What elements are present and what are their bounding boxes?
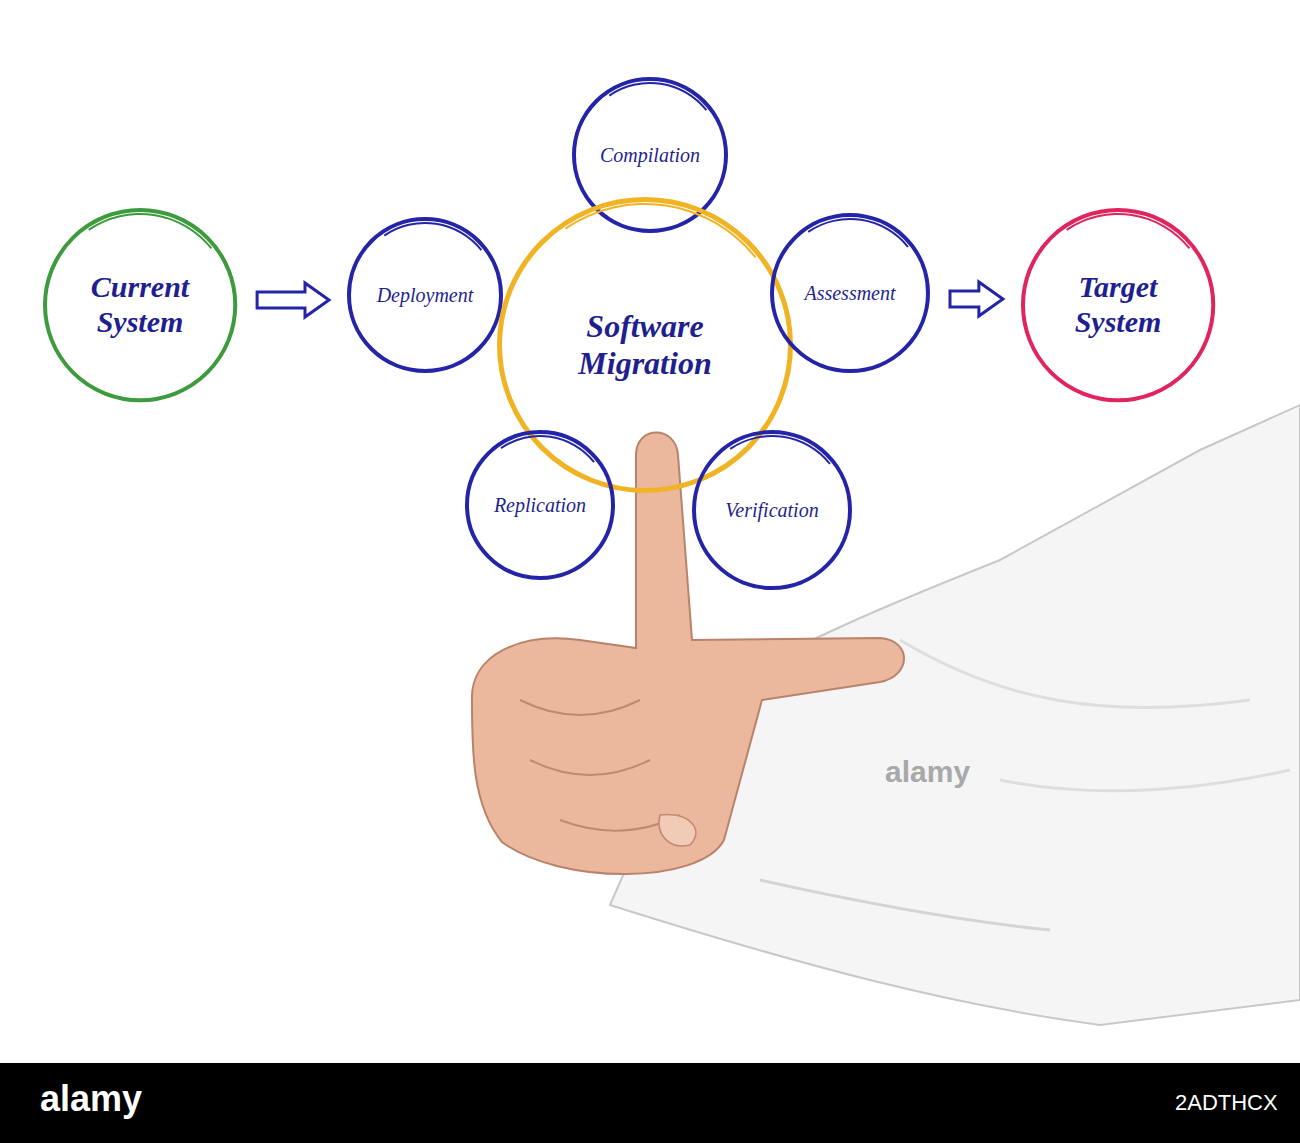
circle-stroke — [349, 219, 501, 371]
node-text: Target System — [1038, 270, 1198, 339]
circle-stroke — [467, 432, 613, 578]
block-arrow — [950, 282, 1003, 316]
circle-node: Replication — [465, 430, 615, 580]
knuckle-line — [530, 760, 650, 775]
circle-stroke — [772, 215, 928, 371]
circle-node: Target System — [1021, 208, 1215, 402]
knuckle-line — [520, 700, 640, 715]
brush-stroke — [609, 82, 707, 111]
image-id: 2ADTHCX — [1175, 1090, 1278, 1116]
circle-stroke — [45, 210, 235, 400]
brush-stroke — [384, 222, 482, 251]
block-arrow — [257, 283, 329, 317]
node-text: Current System — [60, 270, 220, 339]
brush-stroke — [730, 435, 831, 465]
node-text: Assessment — [804, 282, 895, 305]
node-text: Verification — [725, 499, 818, 522]
circle-node: Assessment — [770, 213, 930, 373]
brush-stroke — [1066, 213, 1190, 249]
circle-node: Current System — [43, 208, 237, 402]
watermark: alamy — [885, 755, 970, 789]
stock-logo: alamy — [40, 1078, 142, 1120]
circle-stroke — [500, 200, 791, 491]
circle-node: Software Migration — [497, 197, 793, 493]
thumb-nail — [659, 815, 696, 846]
circle-stroke — [694, 432, 850, 588]
sleeve-fold — [900, 640, 1250, 708]
brush-stroke — [808, 218, 909, 248]
node-text: Compilation — [600, 144, 700, 167]
circle-node: Verification — [692, 430, 852, 590]
node-text: Replication — [494, 494, 586, 517]
brush-stroke — [88, 213, 212, 249]
node-text: Deployment — [377, 284, 474, 307]
brush-stroke — [565, 203, 756, 258]
credit-band — [0, 1063, 1300, 1143]
sleeve-fold — [1000, 770, 1290, 791]
sleeve-fold — [760, 880, 1050, 930]
brush-stroke — [500, 435, 594, 463]
node-text: Software Migration — [550, 308, 740, 382]
circle-node: Deployment — [347, 217, 503, 373]
hand — [472, 433, 904, 875]
circle-stroke — [1023, 210, 1213, 400]
